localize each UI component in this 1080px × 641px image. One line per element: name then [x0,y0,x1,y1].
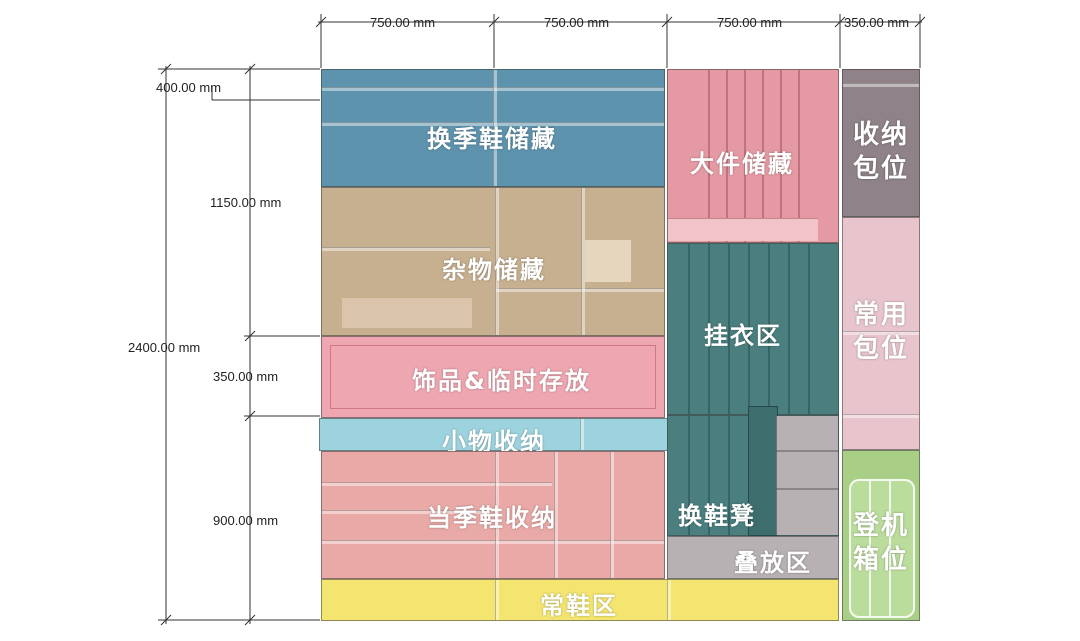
zone-storage-bag: 收纳包位 [842,69,920,217]
label-common-shoes: 常鞋区 [540,592,618,620]
width-dim-2: 750.00 mm [544,15,610,30]
label-common-bag: 常用包位 [853,300,910,364]
zone-shoe-bench: 换鞋凳 [667,406,839,536]
height-dim-upper: 1150.00 mm [210,195,282,210]
suitcase-icon [849,479,915,618]
zone-common-bag: 常用包位 [842,217,920,450]
label-luggage: 登机箱位 [853,511,910,575]
zone-sundries-storage: 杂物储藏 [321,187,665,336]
zone-hanging: 挂衣区 [667,243,839,415]
label-storage-bag: 收纳包位 [853,120,910,184]
zone-current-shoes: 当季鞋收纳 [321,451,665,579]
zone-common-shoes: 常鞋区 [321,579,839,621]
width-dim-1: 750.00 mm [370,15,436,30]
zone-folding: 叠放区 [667,536,839,579]
label-hanging: 挂衣区 [704,322,782,350]
label-current-shoes: 当季鞋收纳 [427,504,557,532]
height-dim-lower: 900.00 mm [213,513,279,528]
zone-large-items: 大件储藏 [667,69,839,243]
width-dim-3: 750.00 mm [717,15,783,30]
label-shoe-bench: 换鞋凳 [678,502,756,530]
label-sundries-storage: 杂物储藏 [442,256,546,284]
label-accessories-temp: 饰品&临时存放 [412,367,591,395]
zone-seasonal-shoe-storage: 换季鞋储藏 [321,69,665,187]
label-seasonal-shoe-storage: 换季鞋储藏 [427,125,557,153]
zone-small-items: 小物收纳 [319,418,669,456]
width-dim-4: 350.00 mm [844,15,910,30]
height-dim-top: 400.00 mm [156,80,222,95]
label-large-items: 大件储藏 [690,150,794,178]
height-dim-total: 2400.00 mm [128,340,201,355]
label-folding: 叠放区 [734,549,812,577]
zone-accessories-temp: 饰品&临时存放 [321,336,665,418]
zone-luggage: 登机箱位 [842,450,920,621]
height-dim-middle: 350.00 mm [213,369,279,384]
